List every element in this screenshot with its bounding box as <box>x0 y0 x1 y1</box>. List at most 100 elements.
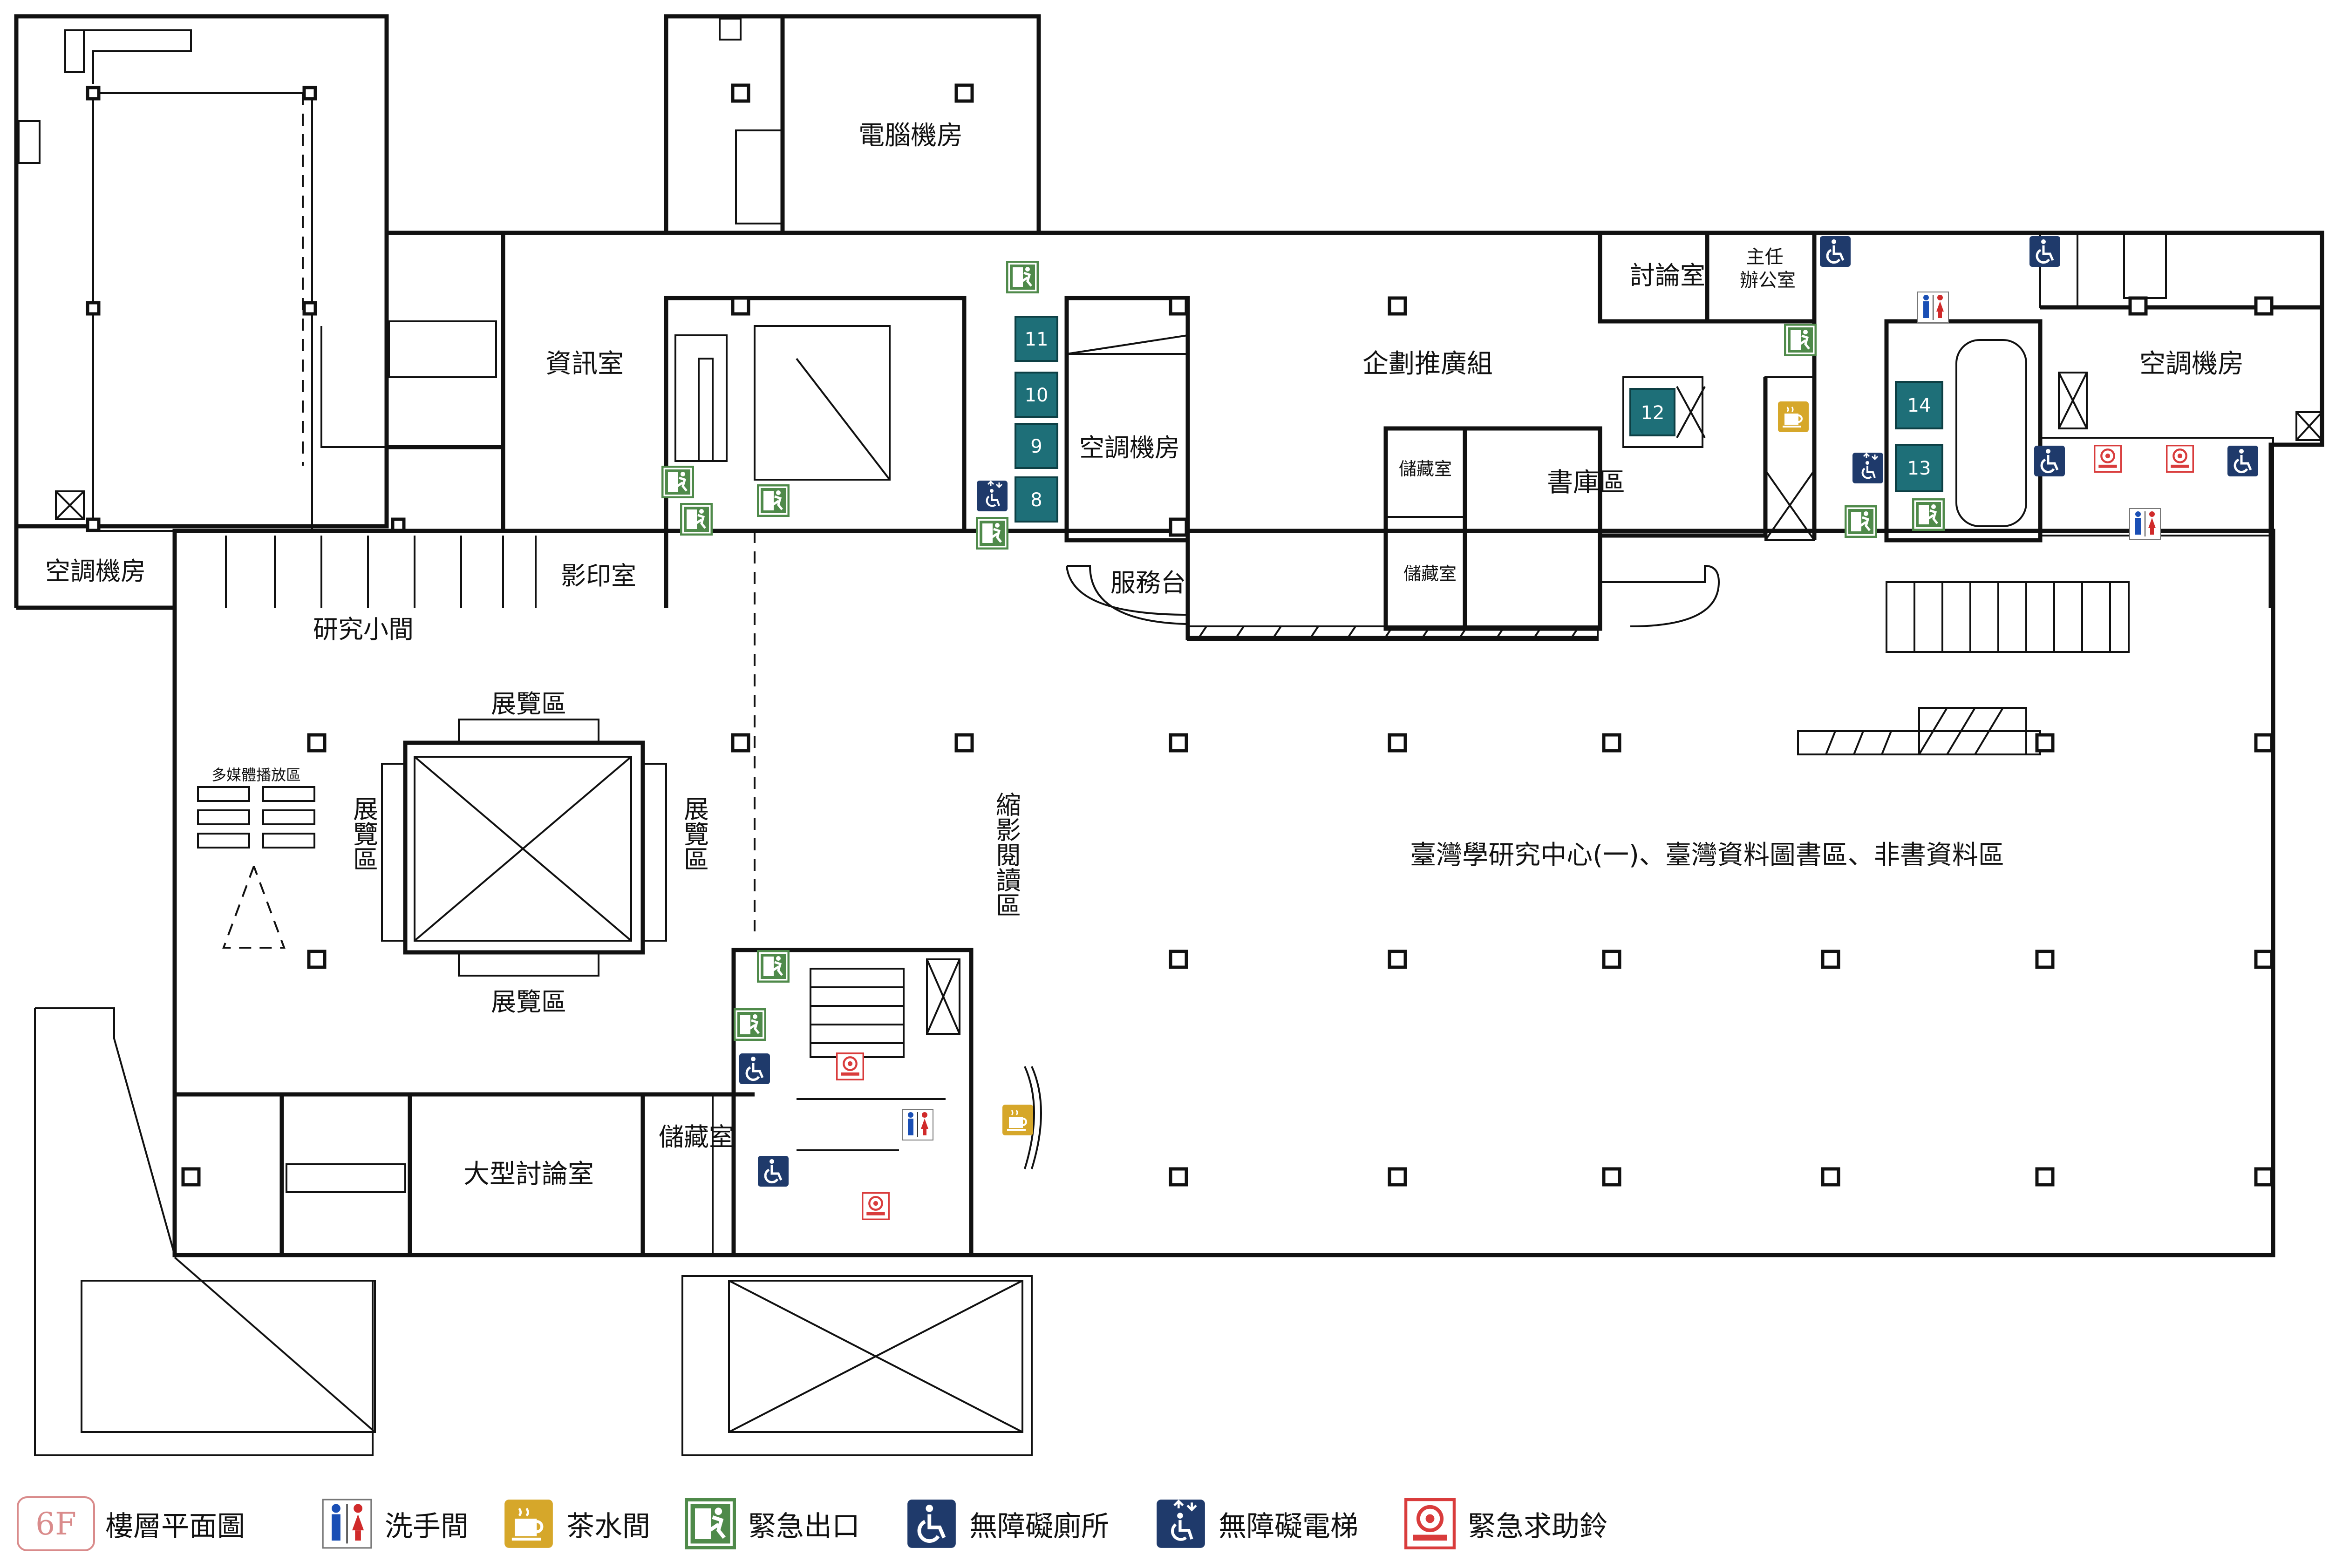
emergency-bell-icon <box>1403 1498 1457 1549</box>
legend-item-tea-room: 茶水間 <box>501 1498 650 1549</box>
restroom-icon <box>320 1498 375 1549</box>
legend-item-accessible-restroom: 無障礙廁所 <box>904 1498 1109 1549</box>
room-planning: 企劃推廣組 <box>1362 349 1493 379</box>
elevator-label: 10 <box>1025 385 1049 406</box>
elevators: 11 10 9 8 12 14 13 <box>1015 316 1943 523</box>
room-hvac-b: 空調機房 <box>1079 433 1180 462</box>
legend-label: 無障礙廁所 <box>969 1510 1109 1543</box>
structural-columns <box>86 83 2274 1187</box>
computer-room-detail <box>719 16 785 233</box>
emergency-bell-icon <box>837 1053 864 1080</box>
exhibit-right: 展覽區 <box>680 796 709 871</box>
exhibit-left: 展覽區 <box>349 796 378 871</box>
legend-floor: 6F 樓層平面圖 <box>17 1496 245 1551</box>
elevator-label: 9 <box>1030 436 1042 457</box>
emergency-exit-icon <box>683 1498 738 1549</box>
restroom-icon <box>2129 508 2161 540</box>
emergency-exit-icon <box>758 951 789 982</box>
room-microfilm: 縮影閱讀區 <box>992 792 1021 917</box>
emergency-bell-icon <box>863 1193 889 1220</box>
emergency-exit-icon <box>758 485 789 516</box>
room-large-discussion: 大型討論室 <box>463 1159 594 1189</box>
legend-label: 洗手間 <box>385 1510 469 1543</box>
accessible-restroom-icon <box>2034 446 2065 476</box>
emergency-bell-icon <box>2167 446 2193 472</box>
research-cubicles <box>172 531 537 608</box>
emergency-exit-icon <box>1007 262 1038 292</box>
emergency-exit-icon <box>735 1009 765 1040</box>
main-reading-area: 臺灣學研究中心(一)、臺灣資料圖書區、非書資料區 <box>1410 840 2004 870</box>
accessible-elevator-icon <box>976 480 1008 512</box>
elevator-8 <box>1015 476 1058 523</box>
accessible-restroom-icon <box>758 1156 789 1187</box>
elevator-11 <box>1015 316 1058 362</box>
room-copy: 影印室 <box>561 561 636 591</box>
restroom-icon <box>902 1109 933 1140</box>
room-director: 主任 辦公室 <box>1740 246 1796 291</box>
elevator-13 <box>1895 444 1943 492</box>
restroom-icon <box>1917 292 1949 323</box>
room-computer: 電腦機房 <box>858 121 963 151</box>
room-hvac-a: 空調機房 <box>45 557 146 586</box>
accessible-elevator-icon <box>1153 1498 1208 1549</box>
accessible-restroom-icon <box>1820 236 1851 267</box>
exhibit-bottom: 展覽區 <box>491 987 566 1017</box>
map-icons <box>662 236 2258 1219</box>
room-info: 資訊室 <box>545 349 624 379</box>
emergency-exit-icon <box>1845 506 1876 537</box>
elevator-label: 12 <box>1641 402 1665 424</box>
director-line-1: 主任 <box>1746 246 1784 268</box>
room-discussion: 討論室 <box>1630 261 1705 290</box>
exhibit-top: 展覽區 <box>491 689 566 719</box>
elevator-9 <box>1015 423 1058 469</box>
elevator-label: 14 <box>1907 395 1931 416</box>
room-storage-a: 儲藏室 <box>1399 459 1452 479</box>
upper-band-rooms <box>172 231 2323 931</box>
accessible-restroom-icon <box>2029 236 2060 267</box>
emergency-exit-icon <box>681 504 712 535</box>
emergency-exit-icon <box>977 518 1008 549</box>
accessible-restroom-icon <box>904 1498 959 1549</box>
emergency-exit-icon <box>662 467 693 497</box>
room-storage-c: 儲藏室 <box>659 1122 734 1152</box>
elevator-14 <box>1895 381 1943 429</box>
room-multimedia: 多媒體播放區 <box>211 766 301 784</box>
accessible-elevator-icon <box>1852 452 1884 484</box>
emergency-exit-icon <box>1913 499 1944 530</box>
room-research: 研究小間 <box>313 615 414 644</box>
room-hvac-c: 空調機房 <box>2139 349 2244 379</box>
tea-room-icon <box>1001 1104 1034 1136</box>
emergency-exit-icon <box>1785 325 1816 355</box>
accessible-restroom-icon <box>739 1053 770 1084</box>
exhibit-atrium <box>381 719 667 977</box>
room-storage-b: 儲藏室 <box>1403 563 1457 584</box>
legend-label: 緊急求助鈴 <box>1468 1510 1607 1543</box>
legend-label: 緊急出口 <box>748 1510 860 1543</box>
elevator-12 <box>1629 388 1675 436</box>
lower-left-rooms <box>175 948 1042 1257</box>
elevator-label: 11 <box>1025 329 1049 350</box>
tea-room-icon <box>1777 400 1810 433</box>
elevator-10 <box>1015 372 1058 418</box>
elevator-label: 8 <box>1030 489 1042 511</box>
room-service: 服務台 <box>1110 568 1186 597</box>
multimedia-seating <box>197 786 315 949</box>
elevator-label: 13 <box>1907 458 1931 479</box>
legend-item-restroom: 洗手間 <box>320 1498 469 1549</box>
room-stacks: 書庫區 <box>1547 468 1625 498</box>
floor-badge: 6F <box>17 1496 95 1551</box>
map-legend: 6F 樓層平面圖 洗手間 茶水間 緊急出口 無障礙廁所 無障礙電梯 <box>17 1493 2329 1553</box>
hvac-tower-detail <box>18 29 313 532</box>
emergency-bell-icon <box>2095 446 2121 472</box>
legend-item-accessible-elevator: 無障礙電梯 <box>1153 1498 1358 1549</box>
exterior-outlines <box>34 1007 2273 1456</box>
director-line-2: 辦公室 <box>1740 270 1796 291</box>
legend-label: 無障礙電梯 <box>1219 1510 1358 1543</box>
legend-item-emergency-bell: 緊急求助鈴 <box>1403 1498 1607 1549</box>
legend-item-exit: 緊急出口 <box>683 1498 860 1549</box>
legend-title: 樓層平面圖 <box>105 1510 245 1543</box>
accessible-restroom-icon <box>2227 446 2258 476</box>
room-labels: 空調機房 研究小間 影印室 資訊室 電腦機房 空調機房 服務台 企劃推廣組 討論… <box>45 121 2244 1189</box>
legend-label: 茶水間 <box>566 1510 650 1543</box>
